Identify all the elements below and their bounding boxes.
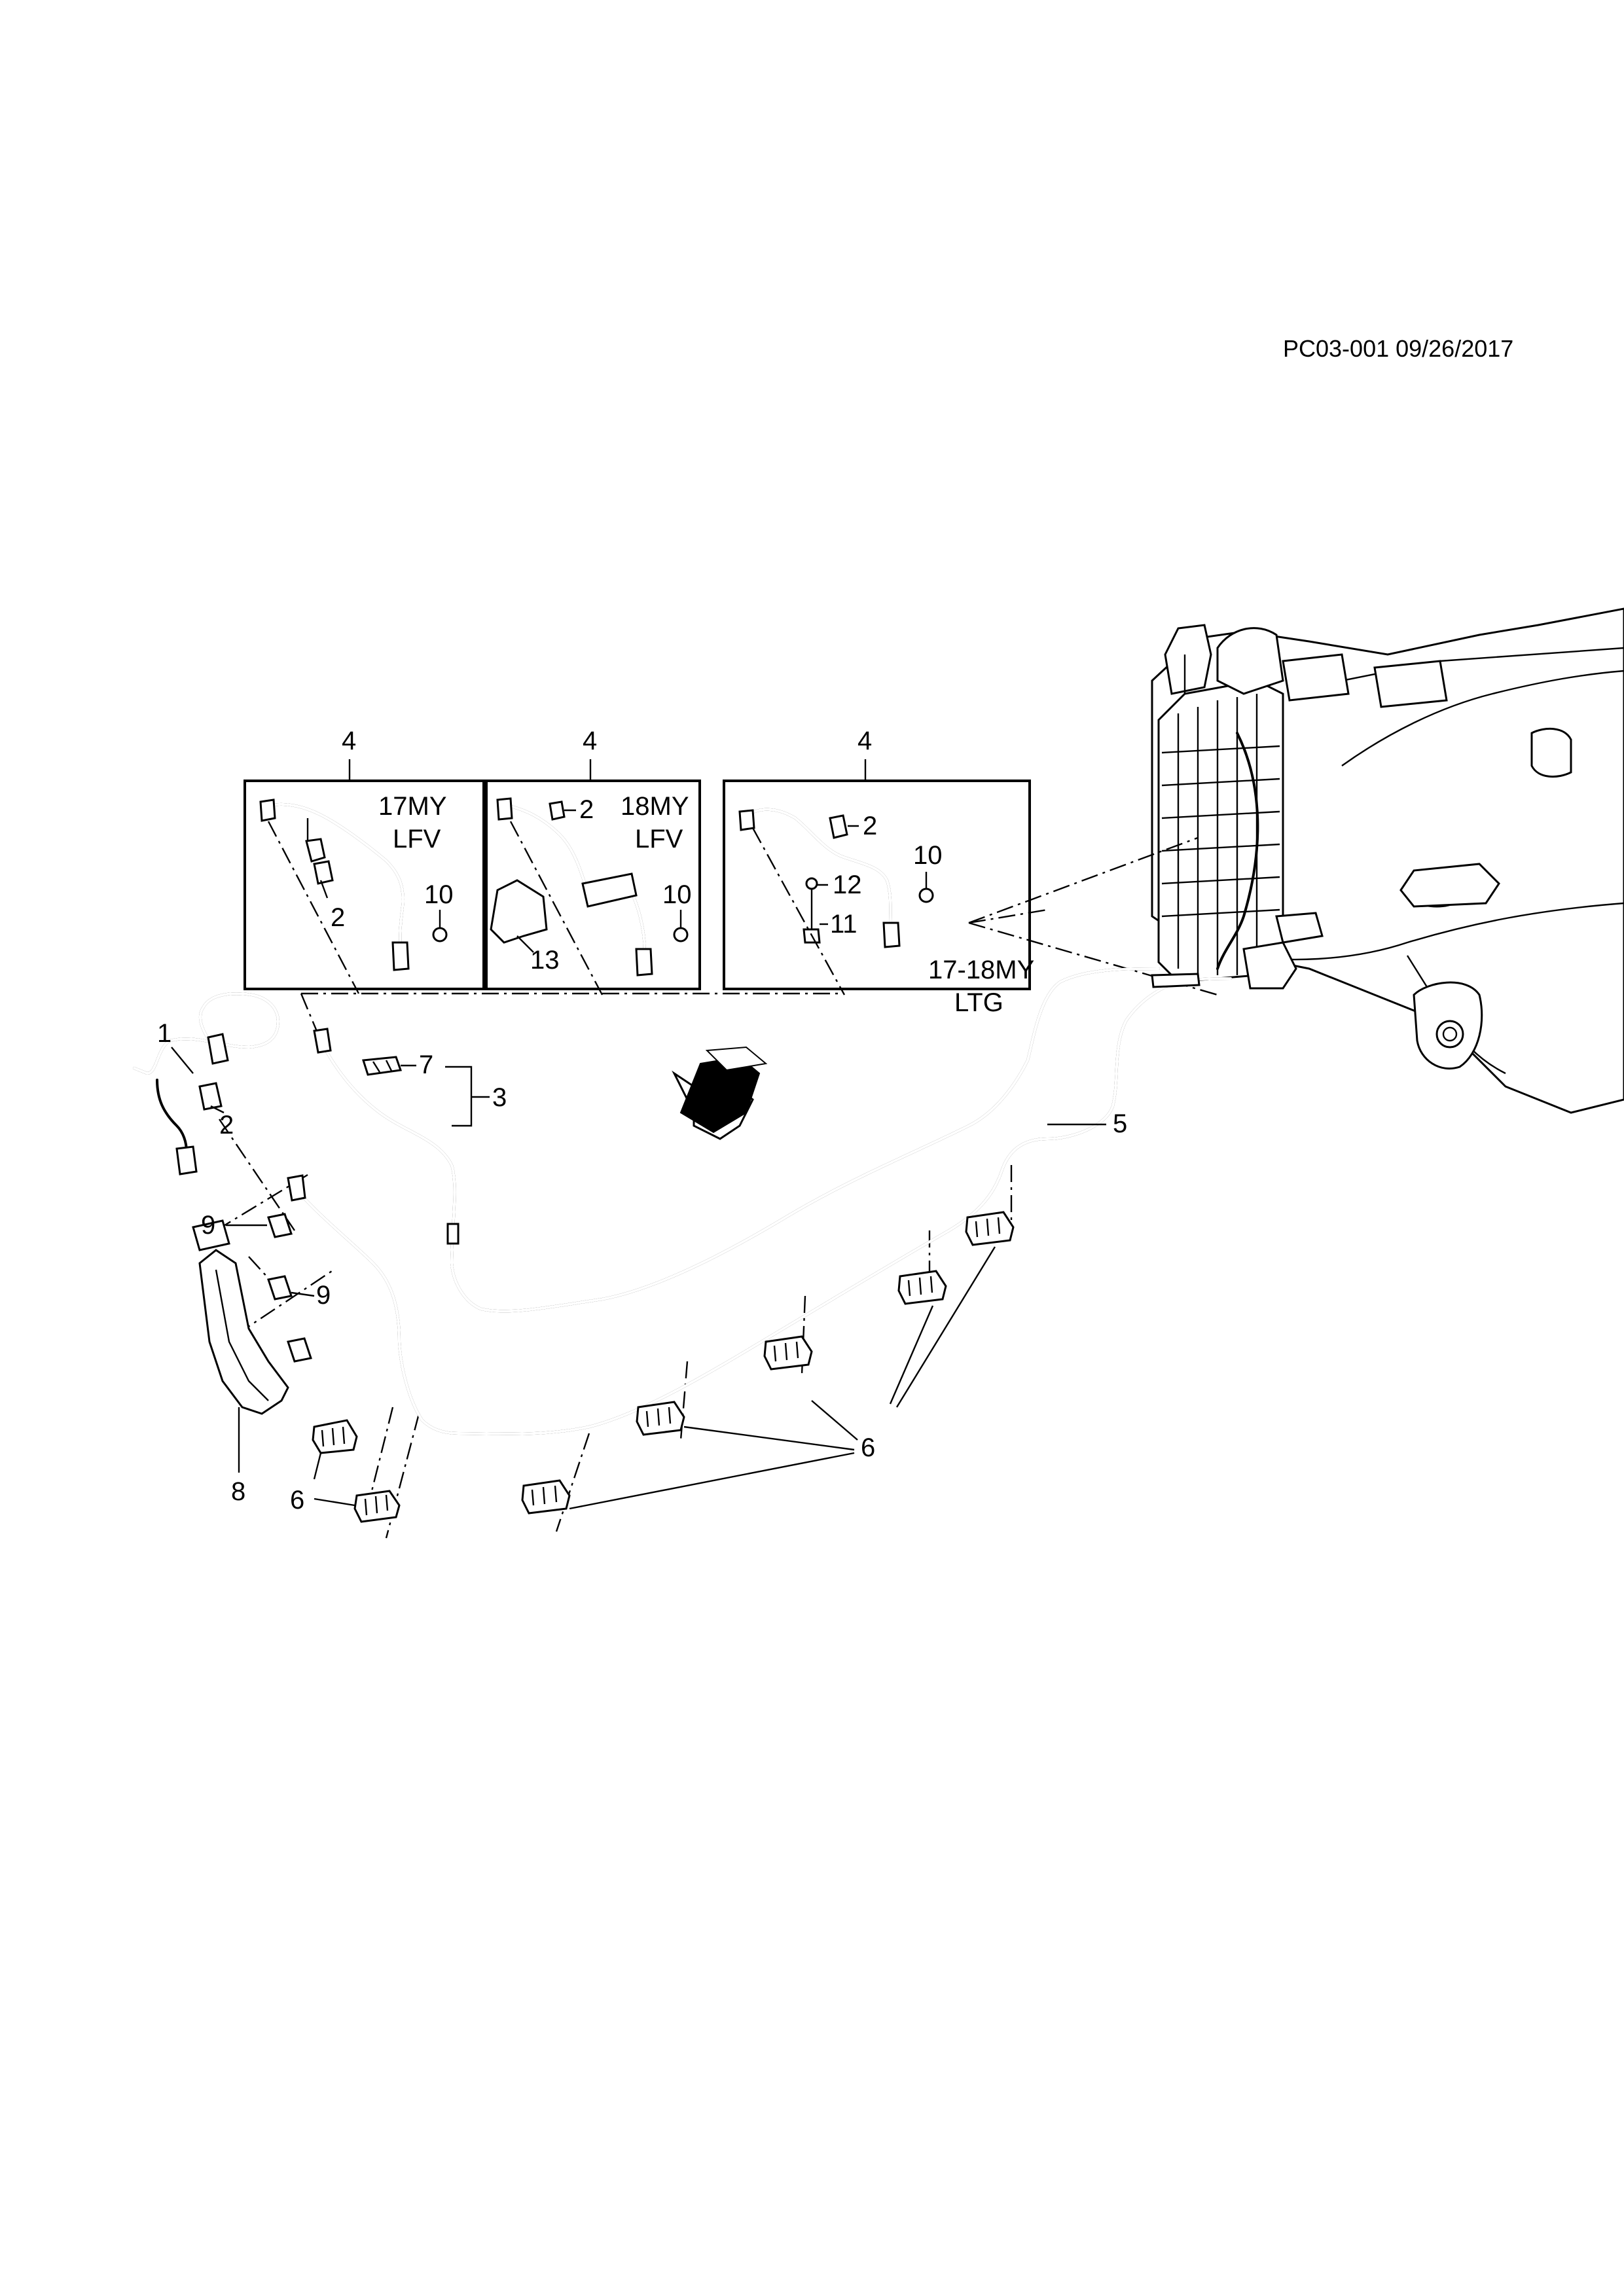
clip-6 bbox=[965, 1211, 1015, 1246]
diagram-reference: PC03-001 09/26/2017 bbox=[1283, 335, 1513, 362]
inset-label-line2: LTG bbox=[954, 988, 1003, 1017]
clip-6 bbox=[521, 1479, 571, 1515]
callout-9: 9 bbox=[316, 1281, 331, 1310]
callout-3: 3 bbox=[492, 1083, 507, 1112]
callout-2: 2 bbox=[863, 812, 877, 840]
callout-12: 12 bbox=[833, 870, 862, 899]
inset-18my-lfv: 18MY LFV 2 10 13 bbox=[485, 780, 701, 990]
evap-canister bbox=[1157, 624, 1448, 990]
fuel-line-5 bbox=[287, 973, 1232, 1435]
callout-11: 11 bbox=[830, 910, 857, 939]
callout-9: 9 bbox=[201, 1211, 215, 1240]
inset-17-18my-ltg: 17-18MY LTG 2 10 12 11 bbox=[723, 780, 1034, 1017]
callout-1: 1 bbox=[157, 1019, 171, 1048]
clip-6 bbox=[763, 1335, 813, 1371]
callout-2: 2 bbox=[579, 795, 594, 824]
clip-6 bbox=[636, 1401, 685, 1436]
callout-2: 2 bbox=[219, 1111, 234, 1139]
callout-7: 7 bbox=[419, 1050, 433, 1079]
inset-17my-lfv: 17MY LFV 2 10 bbox=[244, 780, 485, 990]
callout-10: 10 bbox=[913, 841, 943, 870]
callout-10: 10 bbox=[424, 880, 454, 909]
inset-label-line2: LFV bbox=[635, 825, 683, 853]
clip-6 bbox=[897, 1270, 947, 1305]
clip-7 bbox=[362, 1056, 403, 1076]
front-direction-arrow: FRT bbox=[672, 1046, 768, 1140]
inset-label-line1: 17MY bbox=[378, 792, 447, 821]
callout-6: 6 bbox=[290, 1486, 304, 1515]
inset-label-line2: LFV bbox=[393, 825, 441, 853]
callout-6: 6 bbox=[861, 1433, 875, 1462]
fuel-line-1 bbox=[133, 992, 280, 1175]
dashed-leaders bbox=[215, 821, 1218, 1539]
callout-13: 13 bbox=[530, 946, 560, 975]
callout-4: 4 bbox=[583, 726, 597, 755]
callout-10: 10 bbox=[662, 880, 692, 909]
callout-4: 4 bbox=[857, 726, 872, 755]
callout-2: 2 bbox=[331, 903, 345, 932]
clip-6 bbox=[353, 1490, 401, 1523]
fuel-line-3 bbox=[313, 967, 1160, 1313]
clip-6 bbox=[312, 1419, 358, 1454]
callouts: 1 2 7 3 5 9 9 8 6 6 bbox=[157, 1019, 1127, 1515]
callout-5: 5 bbox=[1113, 1109, 1127, 1138]
callout-8: 8 bbox=[231, 1477, 245, 1506]
inset-label-line1: 17-18MY bbox=[928, 956, 1034, 984]
bracket-8 bbox=[192, 1213, 312, 1415]
inset-label-line1: 18MY bbox=[621, 792, 689, 821]
callout-4: 4 bbox=[342, 726, 356, 755]
